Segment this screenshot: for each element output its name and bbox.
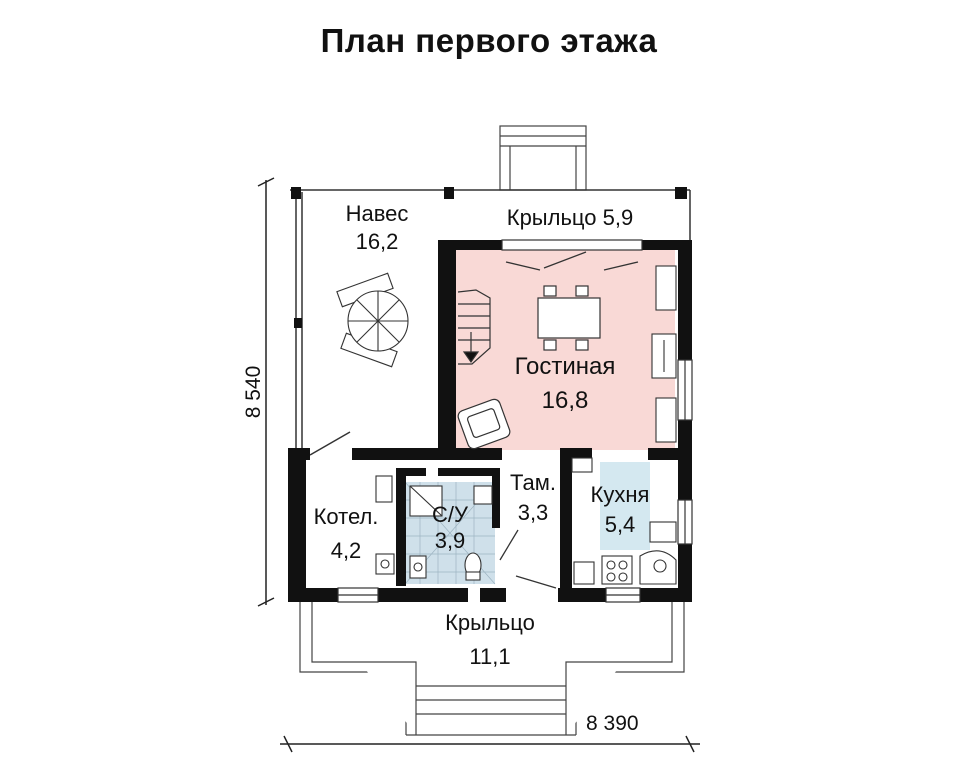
kitchen-fixtures xyxy=(571,457,677,585)
room-label-porch-bottom: Крыльцо 11,1 xyxy=(410,606,570,674)
room-area: 3,3 xyxy=(517,500,549,525)
room-area: 4,2 xyxy=(330,538,362,563)
room-name: Котел. xyxy=(313,504,379,529)
patio-umbrella-table-icon xyxy=(336,272,409,368)
room-label-kitchen: Кухня 5,4 xyxy=(574,480,666,540)
bottom-porch xyxy=(299,600,685,736)
room-area: 11,1 xyxy=(469,644,511,669)
stove-icon xyxy=(601,555,633,585)
dimension-width: 8 390 xyxy=(586,712,639,735)
boiler-icon xyxy=(375,475,395,575)
dining-table-icon xyxy=(537,285,601,351)
room-name-area: Крыльцо 5,9 xyxy=(470,204,670,232)
doors xyxy=(499,251,639,589)
room-label-boiler: Котел. 4,2 xyxy=(298,500,394,568)
room-name: Крыльцо xyxy=(506,205,597,230)
page-title: План первого этажа xyxy=(320,22,658,59)
room-name: С/У xyxy=(432,502,468,527)
wall-cabinets xyxy=(651,265,677,443)
room-name: Там. xyxy=(510,470,556,495)
room-area: 16,8 xyxy=(541,387,589,414)
dimension-lines xyxy=(257,177,700,753)
walls xyxy=(288,240,692,602)
room-area: 3,9 xyxy=(434,528,466,553)
room-name: Навес xyxy=(345,201,409,226)
room-label-canopy: Навес 16,2 xyxy=(327,200,427,256)
canopy-posts xyxy=(291,187,687,328)
room-name: Кухня xyxy=(590,482,650,507)
dimension-height: 8 540 xyxy=(242,365,265,419)
room-label-porch-top: Крыльцо 5,9 xyxy=(470,204,670,232)
bathroom-fixtures xyxy=(409,485,493,581)
room-area: 5,4 xyxy=(604,512,636,537)
room-name: Крыльцо xyxy=(445,610,535,635)
top-porch-steps xyxy=(499,125,587,191)
stairs-icon xyxy=(457,289,491,365)
room-label-bathroom: С/У 3,9 xyxy=(414,502,486,554)
armchair-icon xyxy=(457,398,511,450)
room-name: Гостиная xyxy=(514,353,616,380)
room-label-vestibule: Там. 3,3 xyxy=(500,468,566,528)
room-area: 5,9 xyxy=(602,205,634,230)
room-label-living: Гостиная 16,8 xyxy=(490,350,640,418)
kitchen-fill xyxy=(600,462,650,550)
room-area: 16,2 xyxy=(355,229,399,254)
windows xyxy=(337,239,693,603)
